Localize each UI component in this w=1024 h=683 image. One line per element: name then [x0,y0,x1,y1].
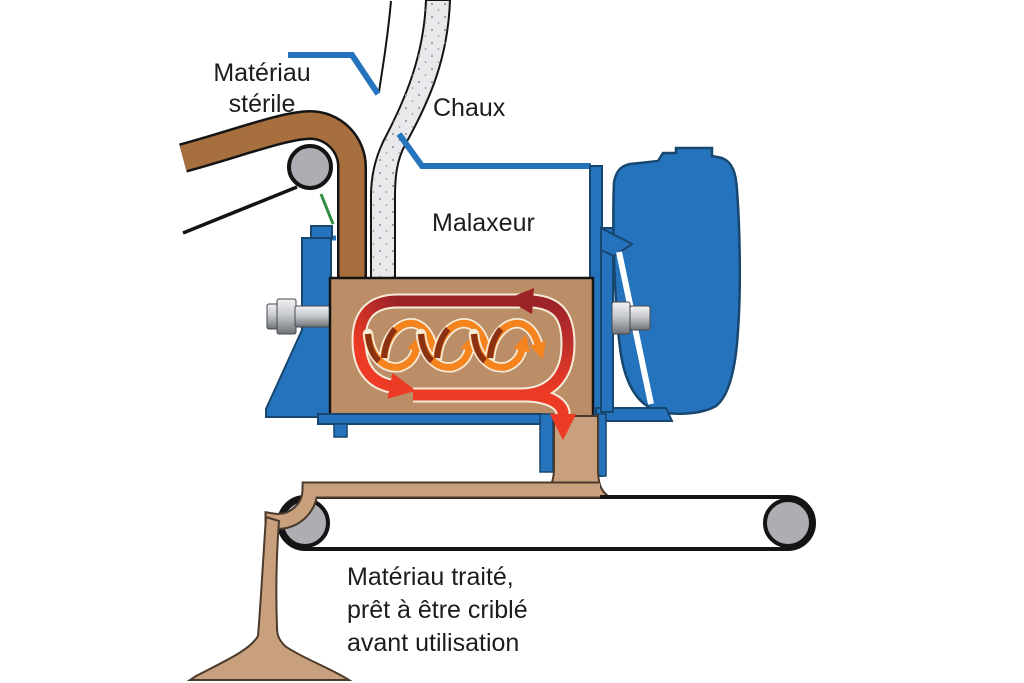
label-treated-material: Matériau traité, prêt à être criblé avan… [347,561,528,660]
pile-shape [186,515,353,681]
scraper-line [319,193,335,225]
label-treated-line3: avant utilisation [347,629,520,657]
drive-motor [612,146,742,416]
loop-arrow-right [506,287,574,401]
head-pulley [287,144,333,190]
label-lime: Chaux [433,94,506,122]
label-treated-line1: Matériau traité, [347,563,514,591]
right-shaft-end [629,305,651,331]
drive-pulley [763,498,813,548]
frame-leg [333,423,348,438]
belt-loop [277,495,816,551]
mixing-flow-arrows [351,287,577,441]
hopper-left-wall [288,52,381,96]
right-support-bracket [600,226,634,258]
right-shaft [611,301,631,335]
feed-band [179,112,365,284]
chamber-bottom-frame [317,413,542,425]
discharge-left-wall [539,413,554,473]
label-sterile-material: Matériau stérile [162,58,362,120]
belt-return-line [182,185,298,235]
treated-material-pile [186,515,353,681]
exit-flow-arrow [527,389,577,441]
hopper-wall-line [378,0,392,93]
left-support-bracket [310,225,333,239]
loop-arrow-top-left [353,295,520,399]
label-sterile-line2: stérile [228,90,296,118]
left-shaft-cap [266,303,279,330]
lime-stream-speckles [371,0,450,281]
left-shaft [276,298,297,335]
label-sterile-line1: Matériau [213,59,311,87]
left-shaft-inner [294,305,333,328]
treated-material-conveyor [264,481,816,551]
label-treated-line2: prêt à être criblé [347,596,528,624]
hopper-right-wall [396,132,591,169]
label-mixer: Malaxeur [432,209,535,237]
